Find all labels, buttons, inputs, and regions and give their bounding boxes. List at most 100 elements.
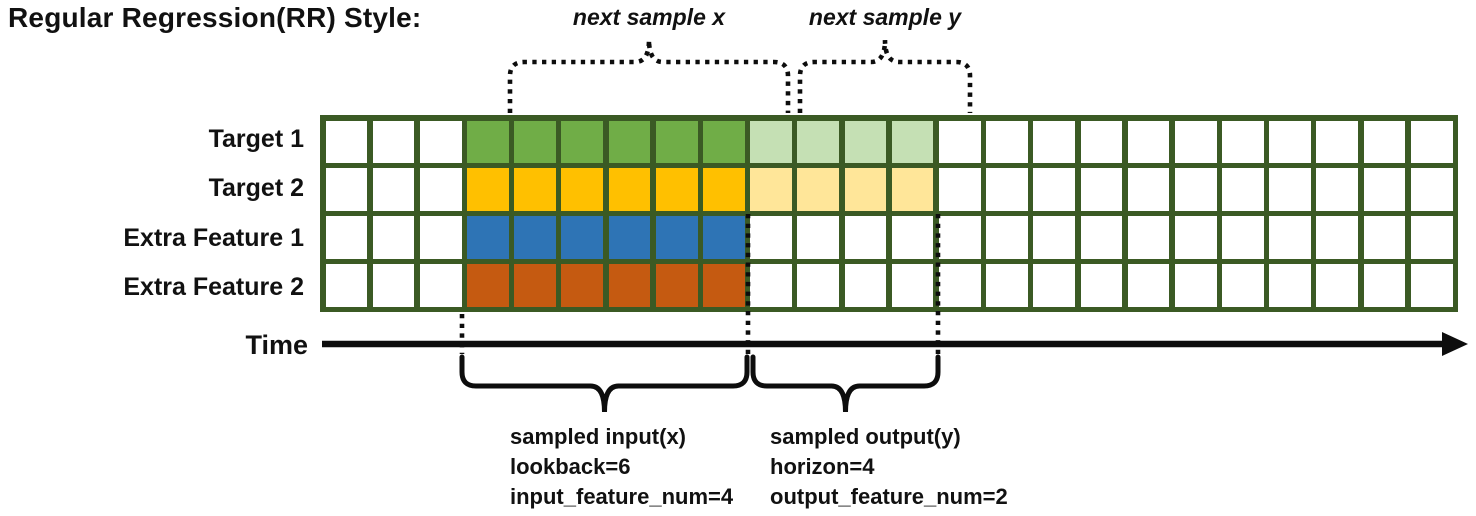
grid-cell <box>325 264 368 307</box>
grid-cell <box>986 168 1028 211</box>
grid-cell <box>325 120 368 163</box>
grid-cell <box>1410 264 1453 307</box>
lookback-value: lookback=6 <box>510 454 631 479</box>
grid-cell <box>1033 120 1075 163</box>
grid-cell <box>655 120 698 163</box>
grid-cell <box>703 120 745 163</box>
grid-cell <box>1316 120 1359 163</box>
grid-cell <box>1269 120 1311 163</box>
grid-cell <box>938 168 981 211</box>
grid-cell <box>938 216 981 259</box>
grid-cell <box>1363 216 1406 259</box>
grid-cell <box>655 216 698 259</box>
grid-cell <box>372 168 415 211</box>
grid-cell <box>844 168 887 211</box>
grid-cell <box>1363 264 1406 307</box>
grid-cell <box>467 120 509 163</box>
grid-cell <box>986 216 1028 259</box>
input-feature-num-value: input_feature_num=4 <box>510 484 734 509</box>
grid-cell <box>514 120 556 163</box>
grid-cell <box>703 216 745 259</box>
row-label-extra-feature-1: Extra Feature 1 <box>123 224 304 252</box>
grid-cell <box>655 168 698 211</box>
grid-cell <box>608 216 651 259</box>
grid-cell <box>703 168 745 211</box>
grid-cell <box>891 216 934 259</box>
grid-cell <box>419 168 462 211</box>
output-feature-num-value: output_feature_num=2 <box>770 484 1008 509</box>
grid-cell <box>1363 120 1406 163</box>
sampled-output-title: sampled output(y) <box>770 424 961 449</box>
grid-cell <box>703 264 745 307</box>
grid-cell <box>1080 216 1123 259</box>
grid-cell <box>938 264 981 307</box>
grid-cell <box>891 264 934 307</box>
grid-cell <box>986 264 1028 307</box>
grid-cell <box>561 168 604 211</box>
grid-cell <box>514 216 556 259</box>
grid-cell <box>891 120 934 163</box>
grid-cell <box>1410 216 1453 259</box>
grid-cell <box>561 264 604 307</box>
grid-cell <box>608 120 651 163</box>
grid-cell <box>1316 264 1359 307</box>
grid-cell <box>1080 264 1123 307</box>
grid-cell <box>1174 168 1217 211</box>
grid-cell <box>938 120 981 163</box>
grid-cell <box>608 264 651 307</box>
grid-cell <box>514 264 556 307</box>
grid-cell <box>1410 168 1453 211</box>
next-sample-x-brace <box>507 39 791 113</box>
horizon-value: horizon=4 <box>770 454 875 479</box>
grid-cell <box>1269 168 1311 211</box>
grid-cell <box>1127 264 1170 307</box>
grid-cell <box>1269 216 1311 259</box>
grid-cell <box>325 168 368 211</box>
grid-cell <box>1174 264 1217 307</box>
grid-cell <box>1316 168 1359 211</box>
grid-cell <box>467 264 509 307</box>
grid-cell <box>844 264 887 307</box>
grid-cell <box>1174 120 1217 163</box>
grid-cell <box>372 120 415 163</box>
grid-cell <box>1222 216 1264 259</box>
next-sample-y-brace <box>797 39 973 113</box>
grid-cell <box>514 168 556 211</box>
diagram-title: Regular Regression(RR) Style: <box>8 2 422 33</box>
sampled-input-title: sampled input(x) <box>510 424 687 449</box>
grid-cell <box>797 216 840 259</box>
sampled-input-brace <box>459 354 750 413</box>
grid-cell <box>372 216 415 259</box>
grid-cell <box>325 216 368 259</box>
grid-cell <box>419 120 462 163</box>
grid-cell <box>608 168 651 211</box>
grid-cell <box>1033 168 1075 211</box>
grid-cell <box>561 120 604 163</box>
grid-cell <box>419 264 462 307</box>
grid-cell <box>467 168 509 211</box>
grid-cell <box>1080 120 1123 163</box>
next-sample-y-label: next sample y <box>808 4 962 30</box>
grid-cell <box>1127 168 1170 211</box>
grid-cell <box>797 168 840 211</box>
grid-cell <box>1410 120 1453 163</box>
grid-cell <box>750 120 792 163</box>
grid-cell <box>1222 264 1264 307</box>
sampled-output-annotation: sampled output(y) horizon=4 output_featu… <box>770 422 1008 512</box>
grid-cell <box>1222 120 1264 163</box>
grid-cell <box>1316 216 1359 259</box>
grid-cell <box>1222 168 1264 211</box>
grid-cell <box>1033 216 1075 259</box>
grid-cell <box>655 264 698 307</box>
grid-cell <box>1269 264 1311 307</box>
grid-cell <box>1174 216 1217 259</box>
time-axis-label: Time <box>245 329 308 360</box>
grid-cell <box>1033 264 1075 307</box>
row-label-target-2: Target 2 <box>208 174 304 202</box>
sampled-input-annotation: sampled input(x) lookback=6 input_featur… <box>510 422 733 512</box>
grid-cell <box>419 216 462 259</box>
sample-grid <box>320 115 1458 312</box>
grid-cell <box>561 216 604 259</box>
grid-cell <box>986 120 1028 163</box>
